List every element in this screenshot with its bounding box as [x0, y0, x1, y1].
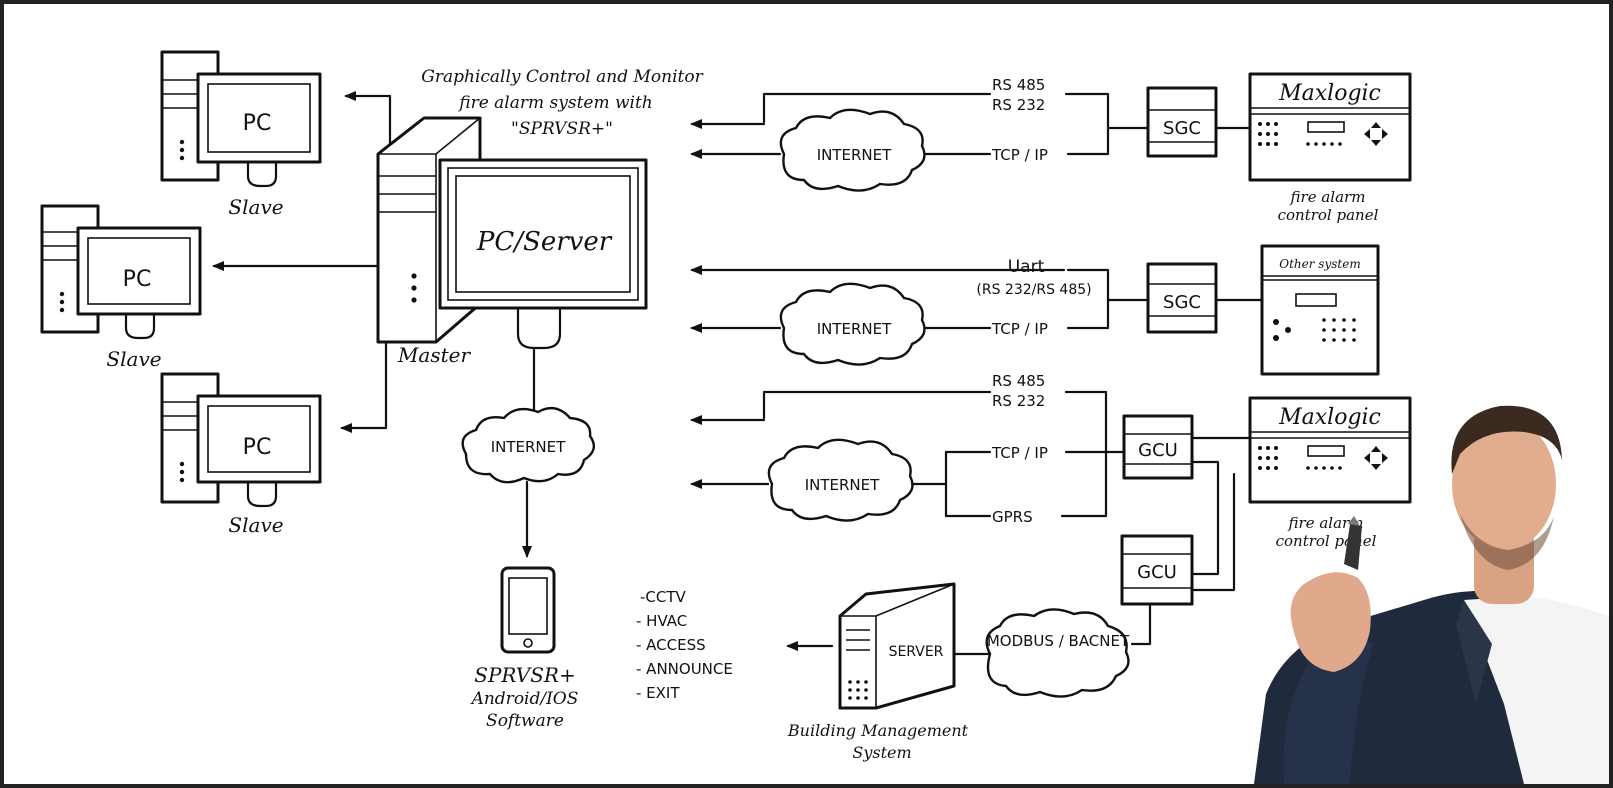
bms-system-cctv: -CCTV [640, 588, 687, 606]
slave-1-role-label: Slave [228, 195, 283, 219]
bms-system-exit: - EXIT [636, 684, 680, 702]
panel1-brand: Maxlogic [1278, 81, 1381, 106]
slave-pc-3: PC Slave [160, 372, 322, 537]
master-server: PC/Server Master [376, 116, 648, 367]
bms-server: SERVER Building Management System [786, 582, 969, 762]
panel1-caption-1: fire alarm [1290, 188, 1366, 206]
row2-tcp-label: TCP / IP [991, 320, 1048, 338]
caption-line-2: fire alarm system with [457, 93, 653, 113]
row-1-links: INTERNET RS 485 RS 232 TCP / IP [690, 76, 1150, 192]
slave-2-role-label: Slave [106, 347, 161, 371]
slave-2-screen-label: PC [123, 267, 152, 292]
bms-system-list: -CCTV - HVAC - ACCESS - ANNOUNCE - EXIT [636, 588, 733, 702]
sgc-gateway-2: SGC [1146, 262, 1264, 334]
row-2-links: INTERNET Uart (RS 232/RS 485) TCP / IP [690, 257, 1150, 366]
bms-system-announce: - ANNOUNCE [636, 660, 733, 678]
row3-gprs-label: GPRS [992, 508, 1033, 526]
row3-rs232-label: RS 232 [992, 392, 1045, 410]
row1-rs232-label: RS 232 [992, 96, 1045, 114]
panel3-caption-1: fire alarm [1288, 514, 1364, 532]
row3-rs485-label: RS 485 [992, 372, 1045, 390]
center-internet-link: INTERNET [461, 348, 596, 558]
row1-rs485-label: RS 485 [992, 76, 1045, 94]
diagram-canvas: Graphically Control and Monitor fire ala… [40, 50, 1609, 784]
sgc1-label: SGC [1163, 118, 1201, 139]
bms-system-hvac: - HVAC [636, 612, 687, 630]
slave-pc-1: PC Slave [160, 50, 322, 219]
row1-cloud-label: INTERNET [817, 146, 892, 164]
bms-system-access: - ACCESS [636, 636, 706, 654]
slave-pc-2: PC Slave [40, 204, 202, 371]
gcu-gateway-1: GCU [1122, 414, 1252, 592]
gcu1-label: GCU [1138, 440, 1178, 461]
master-role-label: Master [397, 343, 472, 367]
row1-tcp-label: TCP / IP [991, 146, 1048, 164]
panel3-caption-2: control panel [1276, 532, 1377, 550]
fire-alarm-panel-2: Maxlogic fire alarm control panel [1248, 396, 1412, 550]
fire-alarm-panel-1: Maxlogic fire alarm control panel [1248, 72, 1412, 224]
slave-1-screen-label: PC [243, 111, 272, 136]
master-screen-label: PC/Server [476, 227, 613, 257]
row2-uart-sub-label: (RS 232/RS 485) [976, 282, 1091, 298]
mobile-device: SPRVSR+ Android/IOS Software [470, 566, 579, 731]
sgc-gateway-1: SGC [1146, 86, 1252, 158]
slave-3-role-label: Slave [228, 513, 283, 537]
row2-cloud-label: INTERNET [817, 320, 892, 338]
gcu-gateway-2: GCU [1120, 534, 1194, 646]
panel1-caption-2: control panel [1278, 206, 1379, 224]
caption: Graphically Control and Monitor fire ala… [421, 67, 703, 139]
master-slave-links [212, 91, 392, 433]
caption-line-1: Graphically Control and Monitor [421, 67, 703, 87]
row2-uart-label: Uart [1008, 257, 1045, 277]
other-system-panel: Other system [1260, 244, 1380, 376]
row-3-links: INTERNET RS 485 RS 232 TCP / IP GPRS [690, 372, 1126, 526]
bms-cloud-label: MODBUS / BACNET [987, 632, 1130, 650]
bms-caption-2: System [852, 743, 911, 762]
panel2-brand: Other system [1279, 257, 1360, 271]
slave-3-screen-label: PC [243, 435, 272, 460]
presenter-illustration [1254, 405, 1609, 784]
mobile-label-2: Android/IOS [470, 689, 579, 709]
bms-server-label: SERVER [889, 644, 944, 660]
bms-cloud: MODBUS / BACNET [952, 608, 1130, 698]
mobile-label-3: Software [486, 711, 564, 731]
mobile-label-1: SPRVSR+ [474, 663, 575, 687]
row3-tcp-label: TCP / IP [991, 444, 1048, 462]
sgc2-label: SGC [1163, 292, 1201, 313]
row3-cloud-label: INTERNET [805, 476, 880, 494]
bms-caption-1: Building Management [787, 721, 969, 740]
gcu2-label: GCU [1137, 562, 1177, 583]
caption-line-3: "SPRVSR+" [511, 119, 613, 139]
center-cloud-label: INTERNET [491, 438, 566, 456]
panel3-brand: Maxlogic [1278, 405, 1381, 430]
